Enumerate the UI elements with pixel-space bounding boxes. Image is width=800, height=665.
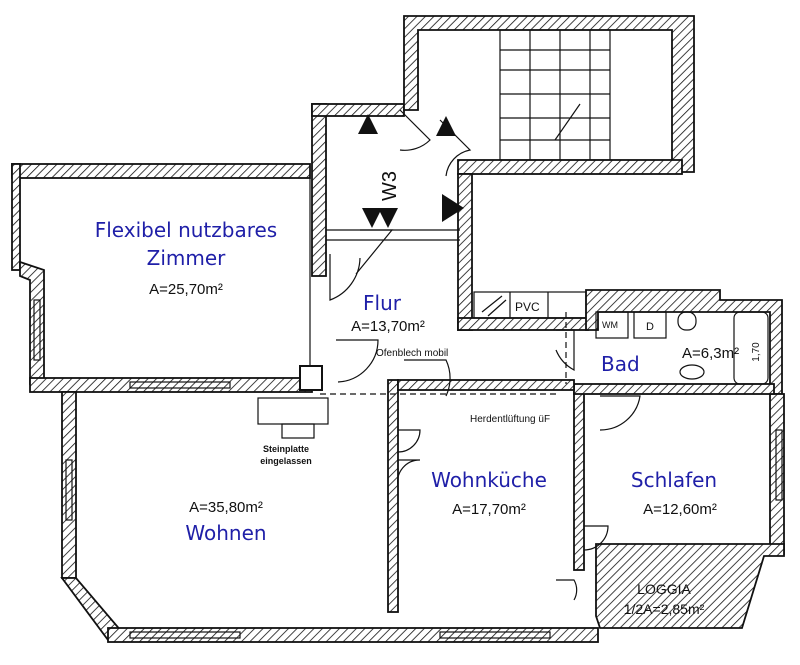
bad-name: Bad bbox=[601, 352, 640, 376]
flur-area: A=13,70m² bbox=[351, 318, 425, 335]
windows bbox=[33, 299, 783, 639]
herdentlueftung-note: Herdentlüftung üF bbox=[470, 414, 550, 425]
wohnen-name: Wohnen bbox=[185, 521, 266, 545]
loggia-area: 1/2A=2,85m² bbox=[624, 601, 705, 617]
d-label: D bbox=[646, 321, 654, 333]
pvc-label: PVC bbox=[515, 300, 540, 314]
bathroom-fixtures bbox=[595, 311, 769, 385]
loggia-name: LOGGIA bbox=[637, 581, 691, 597]
wall-loggia bbox=[595, 543, 785, 629]
schlafen-name: Schlafen bbox=[631, 468, 717, 492]
steinplatte-line1: Steinplatte bbox=[263, 444, 309, 454]
wall-kueche-schlafen bbox=[573, 391, 585, 571]
interior-walls bbox=[257, 178, 587, 439]
wall-flur-kueche bbox=[397, 379, 575, 391]
wall-zimmer-wohnen bbox=[29, 377, 313, 393]
wall-bottom bbox=[107, 627, 599, 643]
wall-stair-bottom bbox=[457, 159, 683, 175]
wohnen-area: A=35,80m² bbox=[189, 499, 263, 516]
wall-wc-top bbox=[311, 103, 405, 117]
tub-dimension: 1,70 bbox=[751, 342, 762, 362]
zimmer-area: A=25,70m² bbox=[149, 281, 223, 298]
arrow-down-icon-2 bbox=[378, 208, 398, 228]
wall-wohnen-kueche bbox=[387, 379, 399, 613]
schlafen-area: A=12,60m² bbox=[643, 501, 717, 518]
exterior-walls bbox=[11, 15, 785, 643]
ofenblech-note: Ofenblech mobil bbox=[376, 348, 448, 359]
kueche-area: A=17,70m² bbox=[452, 501, 526, 518]
wall-zimmer-top bbox=[11, 163, 311, 179]
zimmer-name-line1: Flexibel nutzbares bbox=[95, 218, 277, 242]
arrow-up-icon-2 bbox=[436, 116, 456, 136]
doors bbox=[329, 109, 641, 601]
arrow-down-icon bbox=[362, 208, 382, 228]
chimney bbox=[299, 365, 323, 391]
dryer-icon bbox=[633, 311, 667, 339]
orientation-arrows bbox=[358, 114, 464, 228]
labels: Flexibel nutzbares Zimmer A=25,70m² W3 F… bbox=[95, 171, 762, 617]
staircase bbox=[499, 29, 611, 161]
wc-label: W3 bbox=[379, 171, 401, 201]
wall-wc-left bbox=[311, 103, 327, 277]
wall-flur-right bbox=[457, 173, 473, 331]
washing-machine-icon bbox=[595, 311, 629, 339]
wall-flur-bottom bbox=[457, 317, 589, 331]
arrow-up-icon bbox=[358, 114, 378, 134]
toilet-icon bbox=[677, 311, 697, 331]
zimmer-name-line2: Zimmer bbox=[147, 246, 227, 270]
bad-area: A=6,3m² bbox=[682, 345, 739, 362]
wall-stairwell bbox=[403, 15, 695, 173]
steinplatte-line2: eingelassen bbox=[260, 456, 312, 466]
bathtub-icon bbox=[733, 311, 769, 385]
wall-wohnen-left bbox=[61, 391, 77, 579]
flur-name: Flur bbox=[363, 291, 402, 315]
wall-bad-outer bbox=[585, 289, 783, 395]
kueche-name: Wohnküche bbox=[431, 468, 547, 492]
wall-bad-bottom bbox=[573, 383, 775, 395]
wm-label: WM bbox=[602, 320, 618, 330]
arrow-right-icon bbox=[442, 194, 464, 222]
wall-zimmer-left bbox=[11, 163, 21, 271]
sink-icon bbox=[679, 364, 705, 380]
